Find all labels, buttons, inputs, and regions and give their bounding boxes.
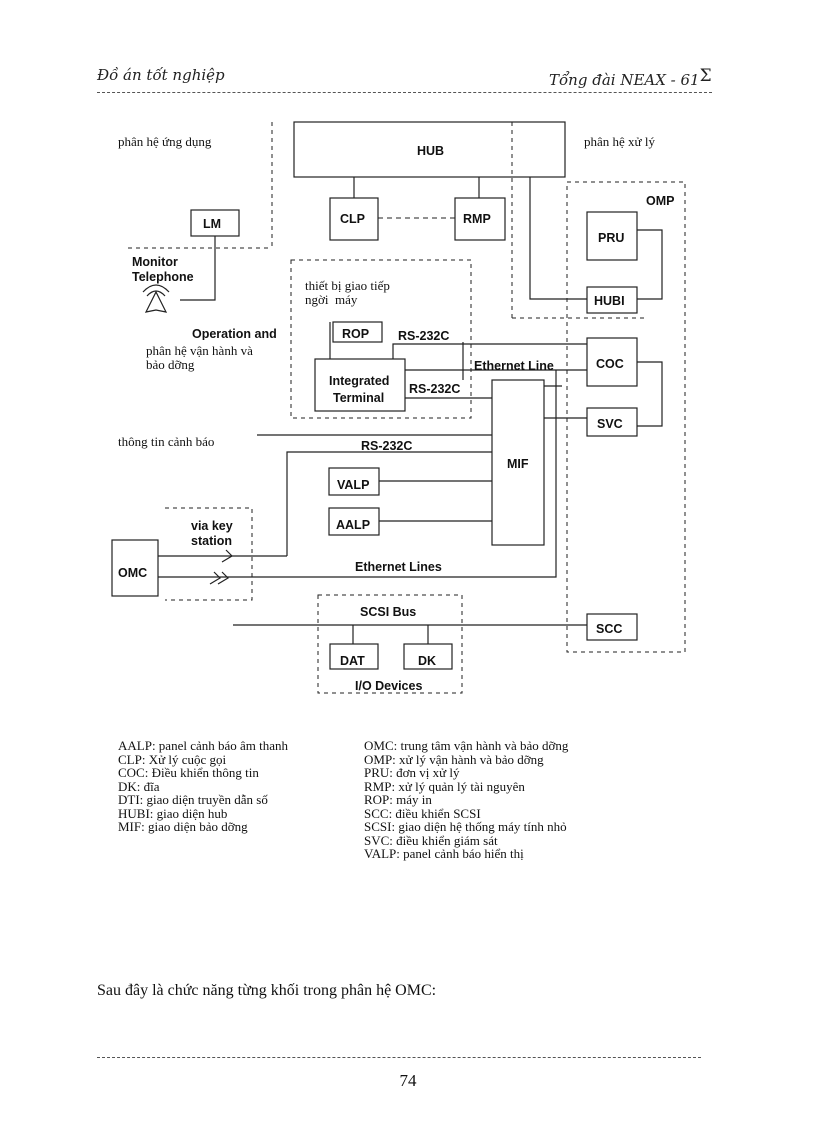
dat-label: DAT xyxy=(340,654,365,668)
sigma-symbol: Σ xyxy=(699,66,712,86)
legend-item: MIF: giao diện bảo dỡng xyxy=(118,819,248,834)
footer-rule xyxy=(97,1057,701,1058)
header-left: Đồ án tốt nghiệp xyxy=(97,66,225,84)
via-key-label-1: via key xyxy=(191,519,233,533)
vn-canh-bao-label: thông tin cảnh báo xyxy=(118,434,214,449)
legend-left: AALP: panel cảnh báo âm thanh CLP: Xử lý… xyxy=(118,739,288,834)
header-right-text: Tổng đài NEAX - 61 xyxy=(549,71,700,89)
rs232-label-b: RS-232C xyxy=(409,382,460,396)
legend-right: OMC: trung tâm vận hành và bảo dỡng OMP:… xyxy=(364,739,568,861)
hubi-label: HUBI xyxy=(594,294,625,308)
vn-van-hanh-label-1: phân hệ vận hành và xyxy=(146,343,253,358)
integrated-label-1: Integrated xyxy=(329,374,389,388)
rop-label: ROP xyxy=(342,327,369,341)
omc-label: OMC xyxy=(118,566,147,580)
hub-label: HUB xyxy=(417,144,444,158)
rs232-label-a: RS-232C xyxy=(398,329,449,343)
legend-item: VALP: panel cảnh báo hiển thị xyxy=(364,846,524,861)
intro-paragraph: Sau đây là chức năng từng khối trong phâ… xyxy=(97,982,437,999)
pru-label: PRU xyxy=(598,231,624,245)
lm-label: LM xyxy=(203,217,221,231)
via-key-label-2: station xyxy=(191,534,232,548)
monitor-label-1: Monitor xyxy=(132,255,178,269)
ethernet-lines-label: Ethernet Lines xyxy=(355,560,442,574)
aalp-label: AALP xyxy=(336,518,370,532)
legend-item: ROP: máy in xyxy=(364,792,432,807)
antenna-icon xyxy=(142,284,170,313)
io-devices-label: I/O Devices xyxy=(355,679,422,693)
rmp-label: RMP xyxy=(463,212,491,226)
vn-giao-tiep-label-1: thiết bị giao tiếp xyxy=(305,278,390,293)
legend-item: SCC: điều khiển SCSI xyxy=(364,805,481,821)
header-rule xyxy=(97,92,712,93)
coc-label: COC xyxy=(596,357,624,371)
legend-item: DK: đĩa xyxy=(118,778,160,794)
valp-label: VALP xyxy=(337,478,369,492)
monitor-label-2: Telephone xyxy=(132,270,194,284)
svc-label: SVC xyxy=(597,417,623,431)
ethernet-line-label: Ethernet Line xyxy=(474,359,554,373)
clp-label: CLP xyxy=(340,212,365,226)
legend-item: SCSI: giao diện hệ thống máy tính nhỏ xyxy=(364,819,567,834)
header-right: Tổng đài NEAX - 61Σ xyxy=(549,66,712,89)
vn-van-hanh-label-2: bảo dỡng xyxy=(146,357,195,372)
legend-item: SVC: điều khiển giám sát xyxy=(364,832,498,848)
vn-ung-dung-label: phân hệ ứng dụng xyxy=(118,134,212,149)
legend-item: PRU: đơn vị xử lý xyxy=(364,765,460,780)
vn-xu-ly-label: phân hệ xử lý xyxy=(584,134,655,149)
operation-partial-label: Operation and xyxy=(192,327,277,341)
scsi-bus-label: SCSI Bus xyxy=(360,605,416,619)
omp-label: OMP xyxy=(646,194,674,208)
legend-item: OMP: xử lý vận hành và bảo dỡng xyxy=(364,751,544,767)
page-number: 74 xyxy=(399,1071,417,1090)
legend-item: OMC: trung tâm vận hành và bảo dỡng xyxy=(364,738,569,753)
legend-item: HUBI: giao diện hub xyxy=(118,805,228,821)
integrated-label-2: Terminal xyxy=(333,391,384,405)
legend-item: RMP: xử lý quản lý tài nguyên xyxy=(364,778,525,794)
legend-item: CLP: Xử lý cuộc gọi xyxy=(118,751,227,767)
vn-giao-tiep-label-2: ngời máy xyxy=(305,292,358,307)
scc-label: SCC xyxy=(596,622,622,636)
mif-label: MIF xyxy=(507,457,529,471)
legend-item: DTI: giao diện truyền dẫn số xyxy=(118,792,268,807)
legend-item: COC: Điều khiển thông tin xyxy=(118,765,259,780)
rs232-label-c: RS-232C xyxy=(361,439,412,453)
legend-item: AALP: panel cảnh báo âm thanh xyxy=(118,738,289,753)
dk-label: DK xyxy=(418,654,436,668)
